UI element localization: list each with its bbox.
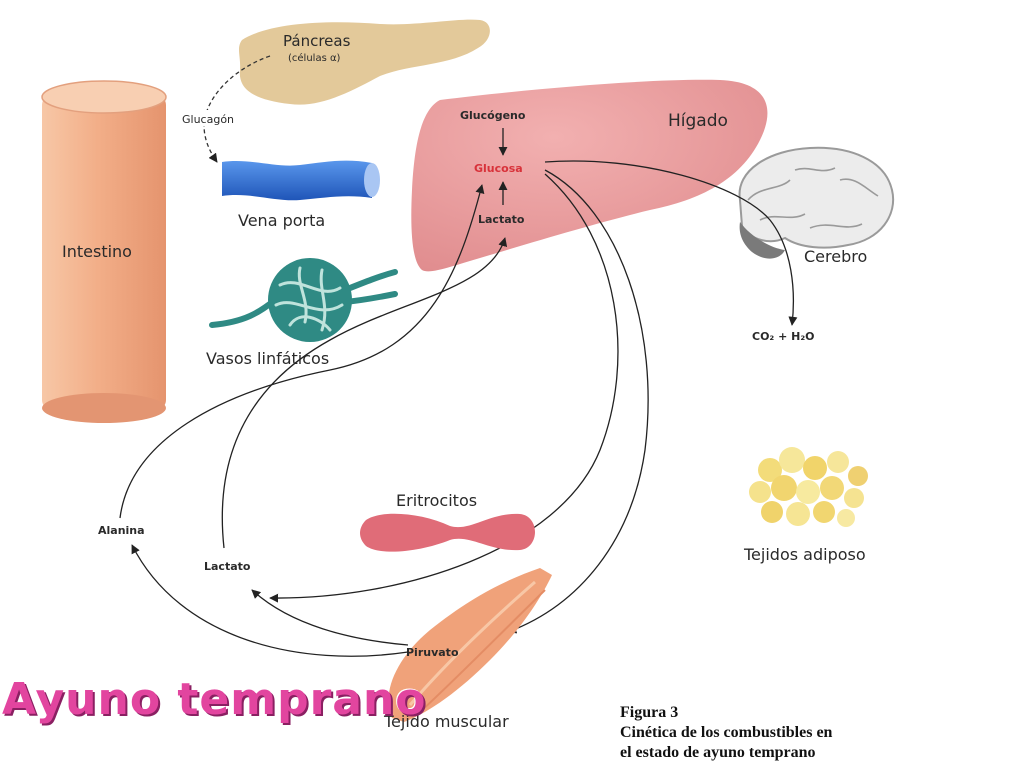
caption-line-3: el estado de ayuno temprano xyxy=(620,744,816,761)
portal-vein-label: Vena porta xyxy=(238,211,325,230)
liver xyxy=(411,79,768,272)
liver-lactate-label: Lactato xyxy=(478,213,525,226)
caption-line-1: Figura 3 xyxy=(620,704,679,721)
muscle-tissue xyxy=(388,568,552,722)
muscle-label: Tejido muscular xyxy=(383,712,509,731)
lymphatics-label: Vasos linfáticos xyxy=(206,349,329,368)
adipose-tissue xyxy=(749,447,868,527)
lactate-to-liver-arrow xyxy=(221,237,508,549)
erythrocyte-cell xyxy=(360,513,535,552)
glucose-label: Glucosa xyxy=(474,162,523,175)
pyruvate-to-lactate-arrow xyxy=(251,589,409,646)
alanine-to-glucose-arrow xyxy=(119,184,485,519)
glucose-to-muscle-arrow xyxy=(507,169,649,634)
co2-h2o-label: CO₂ + H₂O xyxy=(752,330,815,343)
glucose-to-lactate-arrow xyxy=(269,173,619,603)
lymphatic-vessels xyxy=(209,258,398,342)
intestine-label: Intestino xyxy=(62,242,132,261)
glucagon-label: Glucagón xyxy=(182,113,234,126)
caption-line-2: Cinética de los combustibles en xyxy=(620,724,833,741)
portal-vein xyxy=(222,160,380,201)
adipose-label: Tejidos adiposo xyxy=(743,545,866,564)
brain-label: Cerebro xyxy=(804,247,867,266)
glucose-to-brain-arrow xyxy=(544,160,798,326)
pyruvate-to-alanine-arrow xyxy=(131,544,409,657)
glycogen-label: Glucógeno xyxy=(460,109,526,122)
slide-title: Ayuno temprano xyxy=(2,674,427,725)
pancreas-cells-label: (células α) xyxy=(288,52,341,64)
brain xyxy=(738,146,895,259)
pancreas xyxy=(238,19,490,105)
alanine-label: Alanina xyxy=(98,524,145,537)
pyruvate-label: Piruvato xyxy=(406,646,459,659)
intestine xyxy=(41,80,167,423)
erythrocytes-label: Eritrocitos xyxy=(396,491,477,510)
glucagon-arrow xyxy=(203,55,271,163)
liver-label: Hígado xyxy=(668,111,728,131)
lactate-label: Lactato xyxy=(204,560,251,573)
figure-caption: Figura 3 Cinética de los combustibles en… xyxy=(620,703,832,763)
pancreas-label: Páncreas xyxy=(283,32,351,50)
